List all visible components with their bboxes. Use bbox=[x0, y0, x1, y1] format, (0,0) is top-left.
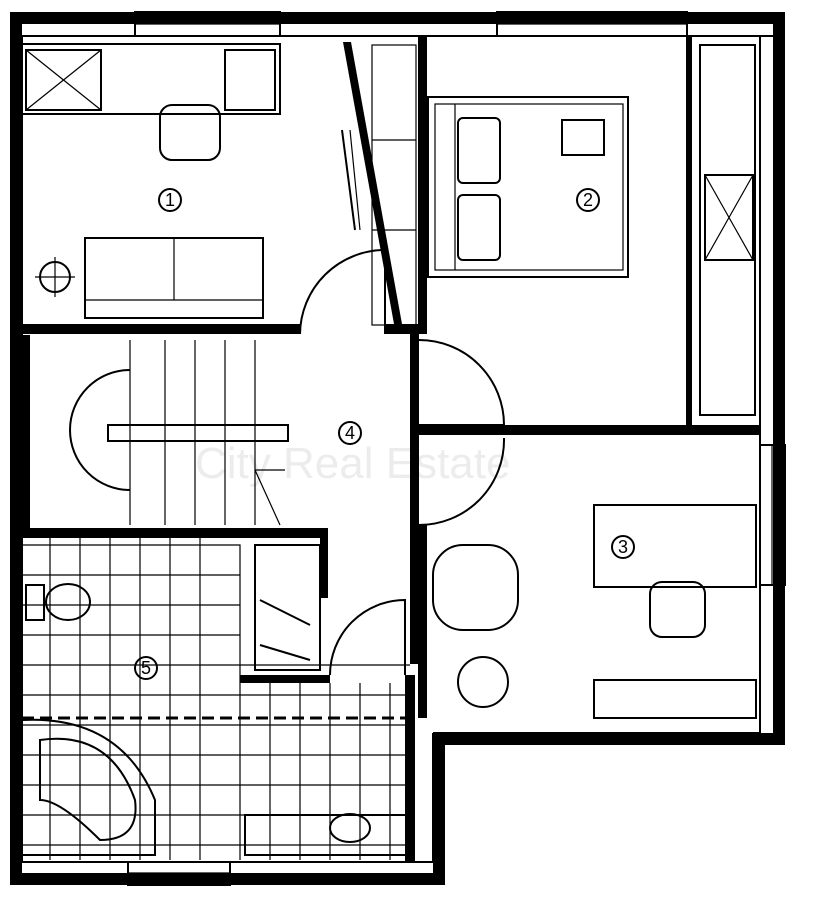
windows bbox=[127, 11, 786, 886]
room-3-furniture bbox=[432, 504, 757, 719]
svg-text:2: 2 bbox=[583, 190, 593, 210]
svg-text:4: 4 bbox=[345, 423, 355, 443]
staircase bbox=[69, 340, 289, 526]
bathroom-fixtures bbox=[21, 538, 411, 860]
room-2-furniture bbox=[427, 44, 756, 416]
doors bbox=[299, 248, 506, 676]
room-1-furniture bbox=[21, 43, 417, 326]
svg-text:3: 3 bbox=[618, 537, 628, 557]
room-label-3: 3 bbox=[611, 535, 635, 559]
svg-text:1: 1 bbox=[165, 190, 175, 210]
room-label-5: 5 bbox=[134, 656, 158, 680]
room-label-2: 2 bbox=[576, 188, 600, 212]
svg-text:5: 5 bbox=[141, 658, 151, 678]
inner-walls bbox=[22, 36, 760, 862]
room-label-4: 4 bbox=[338, 421, 362, 445]
watermark: City Real Estate bbox=[195, 439, 510, 488]
room-label-1: 1 bbox=[158, 188, 182, 212]
